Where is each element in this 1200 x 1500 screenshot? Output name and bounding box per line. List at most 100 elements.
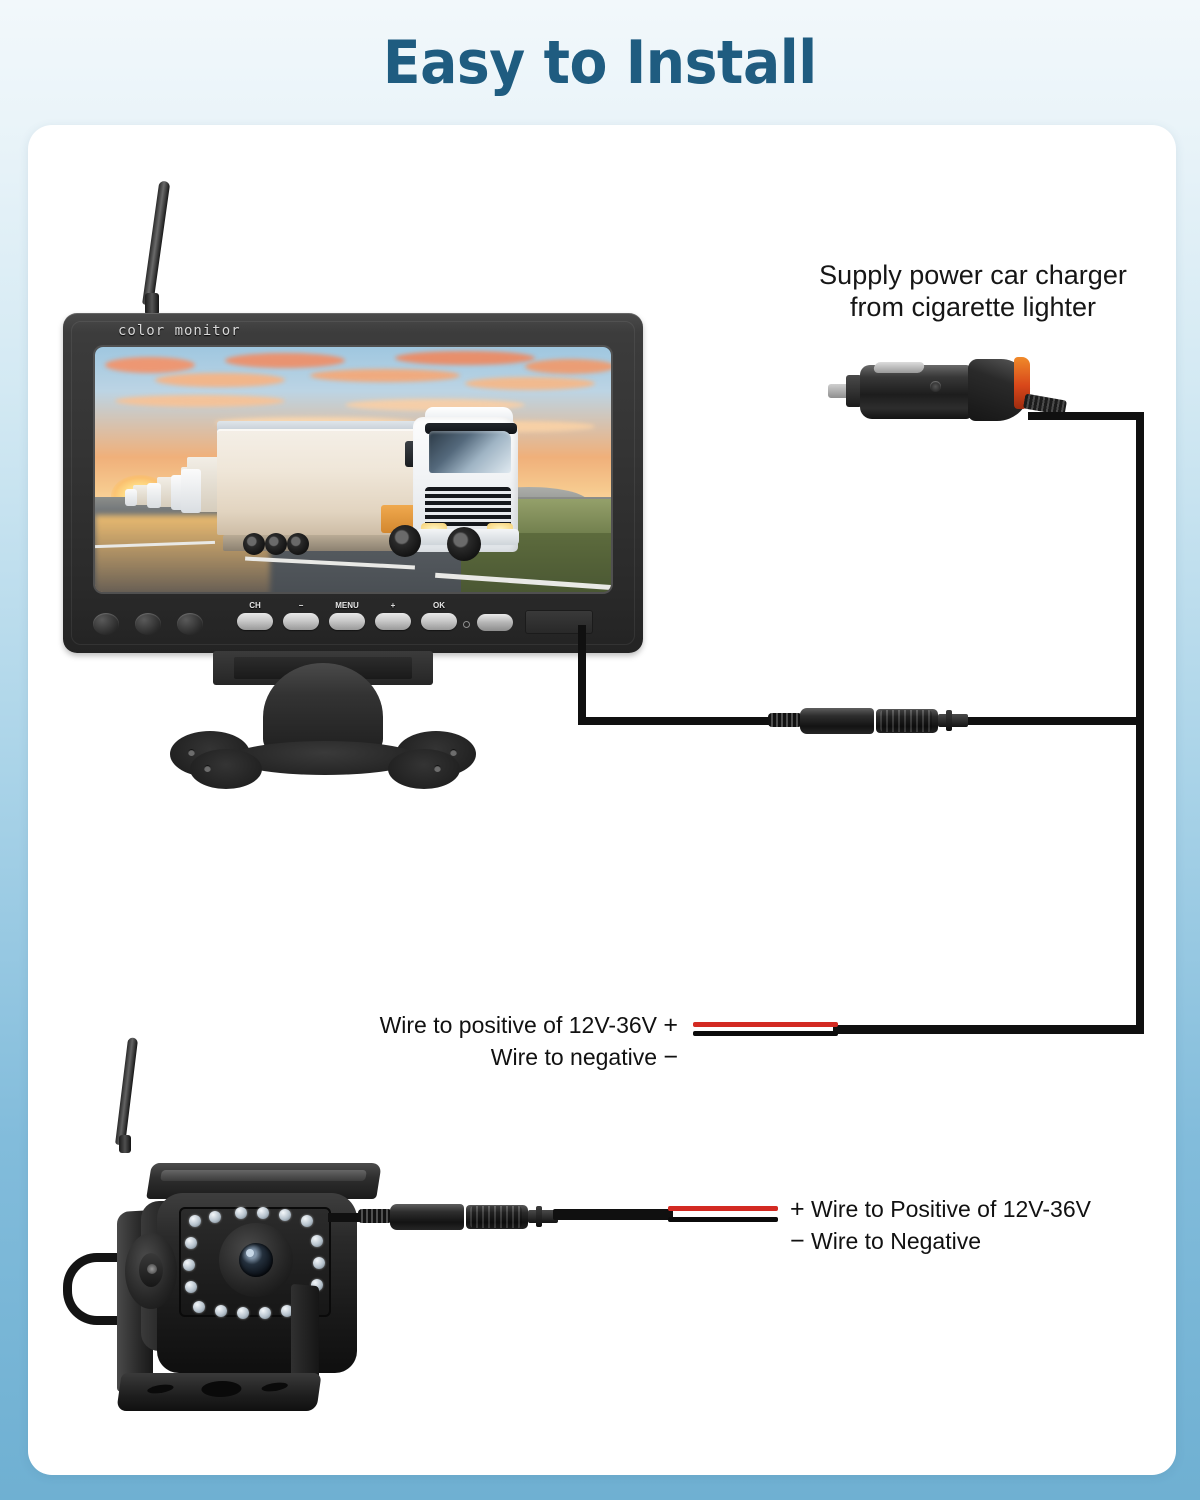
monitor-stand-ball-joint bbox=[263, 663, 383, 753]
scene-distant-truck bbox=[133, 485, 159, 505]
ir-led-icon bbox=[237, 1307, 249, 1319]
monitor-button-ok[interactable] bbox=[421, 613, 457, 630]
camera-negative-wire-text: Wire to Negative bbox=[811, 1228, 982, 1254]
monitor-button-ch[interactable] bbox=[237, 613, 273, 630]
monitor-screen bbox=[95, 347, 611, 592]
ir-led-icon bbox=[209, 1211, 221, 1223]
ir-led-icon bbox=[189, 1215, 201, 1227]
scene-truck-bumper bbox=[417, 529, 519, 545]
scene-road-reflection bbox=[95, 515, 270, 592]
camera-bracket-right-arm bbox=[291, 1283, 319, 1387]
header-banner: Easy to Install bbox=[0, 0, 1200, 125]
monitor-negative-wire-label: Wire to negative − bbox=[348, 1041, 678, 1075]
scene-sun bbox=[111, 475, 169, 517]
monitor-base-screw-hole bbox=[450, 749, 457, 756]
scene-field bbox=[461, 533, 611, 592]
scene-truck-fuel-tank bbox=[381, 505, 427, 533]
scene-cloud bbox=[435, 421, 595, 432]
scene-cloud bbox=[465, 377, 595, 390]
scene-cloud bbox=[395, 351, 535, 365]
camera-power-cable bbox=[553, 1209, 673, 1220]
connector-female-body bbox=[876, 709, 938, 733]
monitor-button-label-ch: CH bbox=[249, 601, 261, 610]
charger-cable-horizontal bbox=[1028, 412, 1144, 420]
monitor-button-menu[interactable] bbox=[329, 613, 365, 630]
camera-positive-wire-label: + Wire to Positive of 12V-36V bbox=[790, 1193, 1091, 1227]
scene-truck-cab bbox=[413, 417, 518, 552]
monitor-knob[interactable] bbox=[135, 613, 161, 635]
camera-mount-slot bbox=[261, 1381, 288, 1393]
camera-positive-wire-text: Wire to Positive of 12V-36V bbox=[811, 1196, 1091, 1222]
monitor-control-panel: CH − MENU + OK bbox=[63, 599, 643, 653]
scene-truck-trailer-roof bbox=[217, 421, 435, 431]
monitor-positive-wire-label: Wire to positive of 12V-36V + bbox=[348, 1009, 678, 1043]
content-card: color monitor bbox=[28, 125, 1176, 1475]
ir-led-icon bbox=[313, 1257, 325, 1269]
camera-assembly bbox=[43, 1015, 463, 1455]
monitor-button-plus[interactable] bbox=[375, 613, 411, 630]
scene-sky bbox=[95, 347, 611, 592]
scene-distant-truck bbox=[171, 475, 187, 510]
connector-male-body bbox=[390, 1204, 464, 1230]
monitor-negative-wire-text: Wire to negative bbox=[490, 1044, 657, 1070]
monitor-base-screw-hole bbox=[188, 749, 195, 756]
charger-caption-line-1: Supply power car charger bbox=[819, 260, 1127, 290]
plug-spring-clip bbox=[872, 362, 926, 373]
plug-center-pin bbox=[828, 384, 850, 398]
camera-mount-slot bbox=[147, 1383, 174, 1395]
monitor-antenna-base bbox=[145, 293, 159, 315]
connector-strain-relief bbox=[358, 1209, 392, 1223]
connector-female-body bbox=[466, 1205, 528, 1229]
scene-truck-wheel bbox=[447, 527, 481, 561]
scene-truck-cab-roof bbox=[425, 407, 513, 423]
monitor-knob[interactable] bbox=[93, 613, 119, 635]
ir-led-icon bbox=[215, 1305, 227, 1317]
camera-pivot-screw-icon[interactable] bbox=[147, 1264, 157, 1274]
monitor-bezel: color monitor bbox=[63, 313, 643, 653]
scene-distant-truck bbox=[125, 489, 137, 506]
camera-lens-glint bbox=[246, 1249, 254, 1257]
monitor-positive-wire bbox=[693, 1022, 838, 1027]
connector-male-body bbox=[800, 708, 874, 734]
charger-caption-line-2: from cigarette lighter bbox=[849, 291, 1097, 322]
monitor-power-button[interactable] bbox=[477, 614, 513, 631]
monitor-button-label-menu: MENU bbox=[335, 601, 359, 610]
power-indicator-icon bbox=[463, 621, 470, 628]
camera-positive-sign: + bbox=[790, 1195, 805, 1223]
scene-truck-trailer bbox=[217, 429, 432, 535]
scene-truck-headlight bbox=[487, 523, 513, 535]
connector-pin bbox=[938, 710, 968, 731]
scene-truck-headlight bbox=[421, 523, 447, 535]
scene-truck-mirror bbox=[405, 441, 416, 467]
scene-truck-skirt bbox=[223, 535, 405, 551]
ir-led-icon bbox=[301, 1215, 313, 1227]
camera-negative-wire bbox=[668, 1217, 778, 1222]
cigarette-lighter-plug bbox=[828, 345, 1067, 435]
monitor-button-label-ok: OK bbox=[433, 601, 445, 610]
scene-field bbox=[471, 499, 611, 539]
connector-grip-ribs bbox=[470, 1206, 522, 1228]
scene-road bbox=[95, 497, 611, 592]
scene-lane-marking bbox=[435, 572, 611, 591]
connector-strain-relief bbox=[768, 713, 802, 727]
monitor-cable-run bbox=[578, 717, 788, 725]
scene-distant-truck bbox=[181, 469, 201, 513]
page-title: Easy to Install bbox=[383, 27, 817, 98]
monitor-button-minus[interactable] bbox=[283, 613, 319, 630]
ir-led-icon bbox=[235, 1207, 247, 1219]
plug-led-icon bbox=[930, 381, 941, 392]
power-cable-branch bbox=[833, 1025, 1144, 1034]
ir-led-icon bbox=[185, 1237, 197, 1249]
scene-truck-windshield bbox=[429, 431, 511, 473]
monitor-negative-wire bbox=[693, 1031, 838, 1036]
ir-led-icon bbox=[183, 1259, 195, 1271]
scene-cloud bbox=[225, 353, 345, 368]
monitor-cable-drop bbox=[578, 625, 586, 725]
monitor-knob[interactable] bbox=[177, 613, 203, 635]
scene-cloud bbox=[525, 359, 611, 374]
scene-truck-wheel bbox=[389, 525, 421, 557]
scene-cloud bbox=[105, 357, 195, 373]
monitor-cable-run-right bbox=[963, 717, 1144, 725]
camera-negative-sign: − bbox=[790, 1227, 805, 1255]
ir-led-icon bbox=[311, 1235, 323, 1247]
